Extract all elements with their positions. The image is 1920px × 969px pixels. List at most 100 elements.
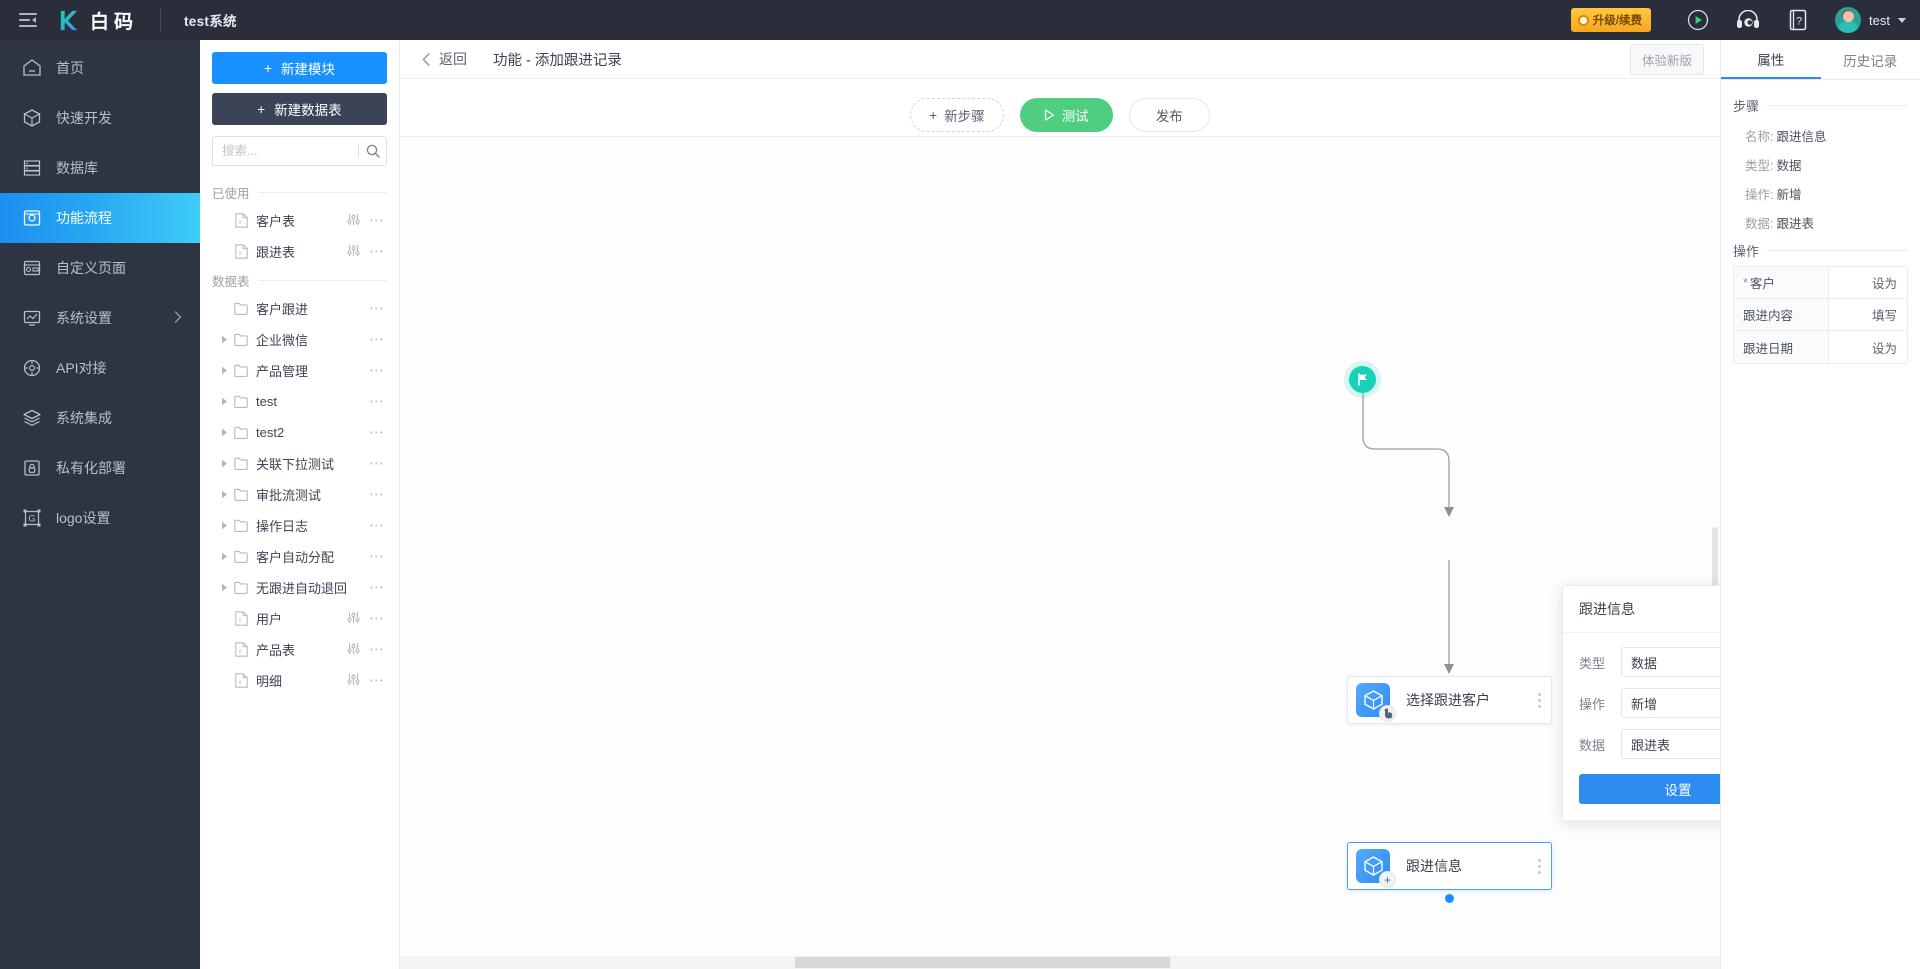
tree-item-8[interactable]: 客户自动分配⋯ [212,541,387,572]
publish-button[interactable]: 发布 [1128,98,1210,132]
tree-item-9[interactable]: 无跟进自动退回⋯ [212,572,387,603]
more-options-icon[interactable]: ⋯ [369,485,385,503]
sidebar-item-0[interactable]: 首页 [0,43,200,93]
tree-item-3[interactable]: test⋯ [212,386,387,417]
new-module-button[interactable]: + 新建模块 [212,52,387,84]
settings-sliders-icon[interactable] [347,642,360,658]
settings-sliders-icon [347,673,360,685]
tree-item-0[interactable]: 客户跟进⋯ [212,293,387,324]
search-input[interactable] [222,144,358,158]
node-menu-icon[interactable] [1527,858,1551,874]
op-action-button[interactable]: 填写 [1829,299,1907,330]
play-circle-icon[interactable] [1673,0,1723,40]
tree-item-5[interactable]: 关联下拉测试⋯ [212,448,387,479]
sidebar-item-8[interactable]: 私有化部署 [0,443,200,493]
settings-sliders-icon[interactable] [347,213,360,229]
popup-field-select[interactable]: 跟进表 [1621,729,1720,759]
sidebar-item-5[interactable]: 系统设置 [0,293,200,343]
tree-item-2[interactable]: 产品管理⋯ [212,355,387,386]
sidebar-item-3[interactable]: 功能流程 [0,193,200,243]
more-options-icon[interactable]: ⋯ [369,330,385,348]
expand-twisty-icon[interactable] [216,366,232,375]
upgrade-button[interactable]: 升级/续费 [1570,8,1652,32]
tree-item-4[interactable]: test2⋯ [212,417,387,448]
back-button[interactable]: 返回 [422,49,467,69]
headset-support-icon[interactable] [1723,0,1773,40]
node-menu-icon[interactable] [1527,692,1551,708]
user-menu[interactable]: test [1823,7,1906,33]
search-icon[interactable] [366,144,380,158]
more-options-icon[interactable]: ⋯ [369,516,385,534]
tree-item-actions: ⋯ [365,423,385,441]
scrollbar-thumb[interactable] [795,957,1170,968]
more-options-icon[interactable]: ⋯ [369,423,385,441]
tab-0[interactable]: 属性 [1721,40,1821,79]
op-section-label: 操作 [1733,244,1760,259]
more-options-icon[interactable]: ⋯ [369,640,385,658]
tree-item-label: 客户表 [256,214,296,229]
sidebar-item-1[interactable]: 快速开发 [0,93,200,143]
help-doc-icon[interactable]: ? [1773,0,1823,40]
expand-twisty-icon[interactable] [216,459,232,468]
node-connector-handle[interactable] [1445,894,1454,903]
sidebar-item-7[interactable]: 系统集成 [0,393,200,443]
expand-twisty-icon[interactable] [216,428,232,437]
expand-twisty-icon[interactable] [216,335,232,344]
more-options-icon[interactable]: ⋯ [369,392,385,410]
sidebar-toggle-icon[interactable] [0,13,56,27]
op-action-button[interactable]: 设为 [1829,267,1907,298]
app-logo[interactable]: 白码 [56,7,160,34]
flow-canvas[interactable]: 选择跟进客户 + 跟进信息 [400,136,1720,969]
more-options-icon[interactable]: ⋯ [369,609,385,627]
more-options-icon[interactable]: ⋯ [369,361,385,379]
op-action-button[interactable]: 设为 [1829,331,1907,363]
popup-setup-button[interactable]: 设置 [1579,774,1720,804]
tree-item-7[interactable]: 操作日志⋯ [212,510,387,541]
flow-start-node[interactable] [1349,366,1376,393]
flow-node-1[interactable]: 选择跟进客户 [1347,676,1552,724]
tree-item-actions: ⋯ [365,392,385,410]
more-options-icon[interactable]: ⋯ [369,211,385,229]
expand-twisty-icon[interactable] [216,583,232,592]
expand-twisty-icon[interactable] [216,521,232,530]
sidebar-item-label: 功能流程 [56,210,112,226]
tree-search-box[interactable] [212,136,387,166]
canvas-horizontal-scrollbar[interactable] [400,956,1720,969]
popup-field-select[interactable]: 新增 [1621,688,1720,718]
more-options-icon[interactable]: ⋯ [369,454,385,472]
sidebar-item-2[interactable]: 数据库 [0,143,200,193]
settings-sliders-icon[interactable] [347,611,360,627]
popup-field-label: 类型 [1579,655,1606,671]
settings-sliders-icon[interactable] [347,244,360,260]
popup-field-select[interactable]: 数据 [1621,647,1720,677]
try-new-version-button[interactable]: 体验新版 [1629,43,1704,75]
flow-node-2[interactable]: + 跟进信息 [1347,842,1552,903]
tree-item-6[interactable]: 审批流测试⋯ [212,479,387,510]
new-table-button[interactable]: + 新建数据表 [212,93,387,125]
sidebar-item-4[interactable]: 自定义页面 [0,243,200,293]
add-step-button[interactable]: + 新步骤 [910,98,1004,132]
more-options-icon[interactable]: ⋯ [369,242,385,260]
plus-badge[interactable]: + [1379,871,1396,888]
group-header-used: 已使用 [212,183,387,202]
tree-item-actions: ⋯ [365,547,385,565]
sidebar-item-6[interactable]: API对接 [0,343,200,393]
more-options-icon[interactable]: ⋯ [369,547,385,565]
more-options-icon[interactable]: ⋯ [369,578,385,596]
more-options-icon[interactable]: ⋯ [369,671,385,689]
settings-sliders-icon[interactable] [347,673,360,689]
expand-twisty-icon[interactable] [216,552,232,561]
more-options-icon[interactable]: ⋯ [369,299,385,317]
test-button[interactable]: 测试 [1019,98,1113,132]
expand-twisty-icon[interactable] [216,397,232,406]
tab-1[interactable]: 历史记录 [1821,40,1920,79]
table-file-icon: x [232,611,250,626]
tree-item-1[interactable]: 企业微信⋯ [212,324,387,355]
expand-twisty-icon[interactable] [216,490,232,499]
